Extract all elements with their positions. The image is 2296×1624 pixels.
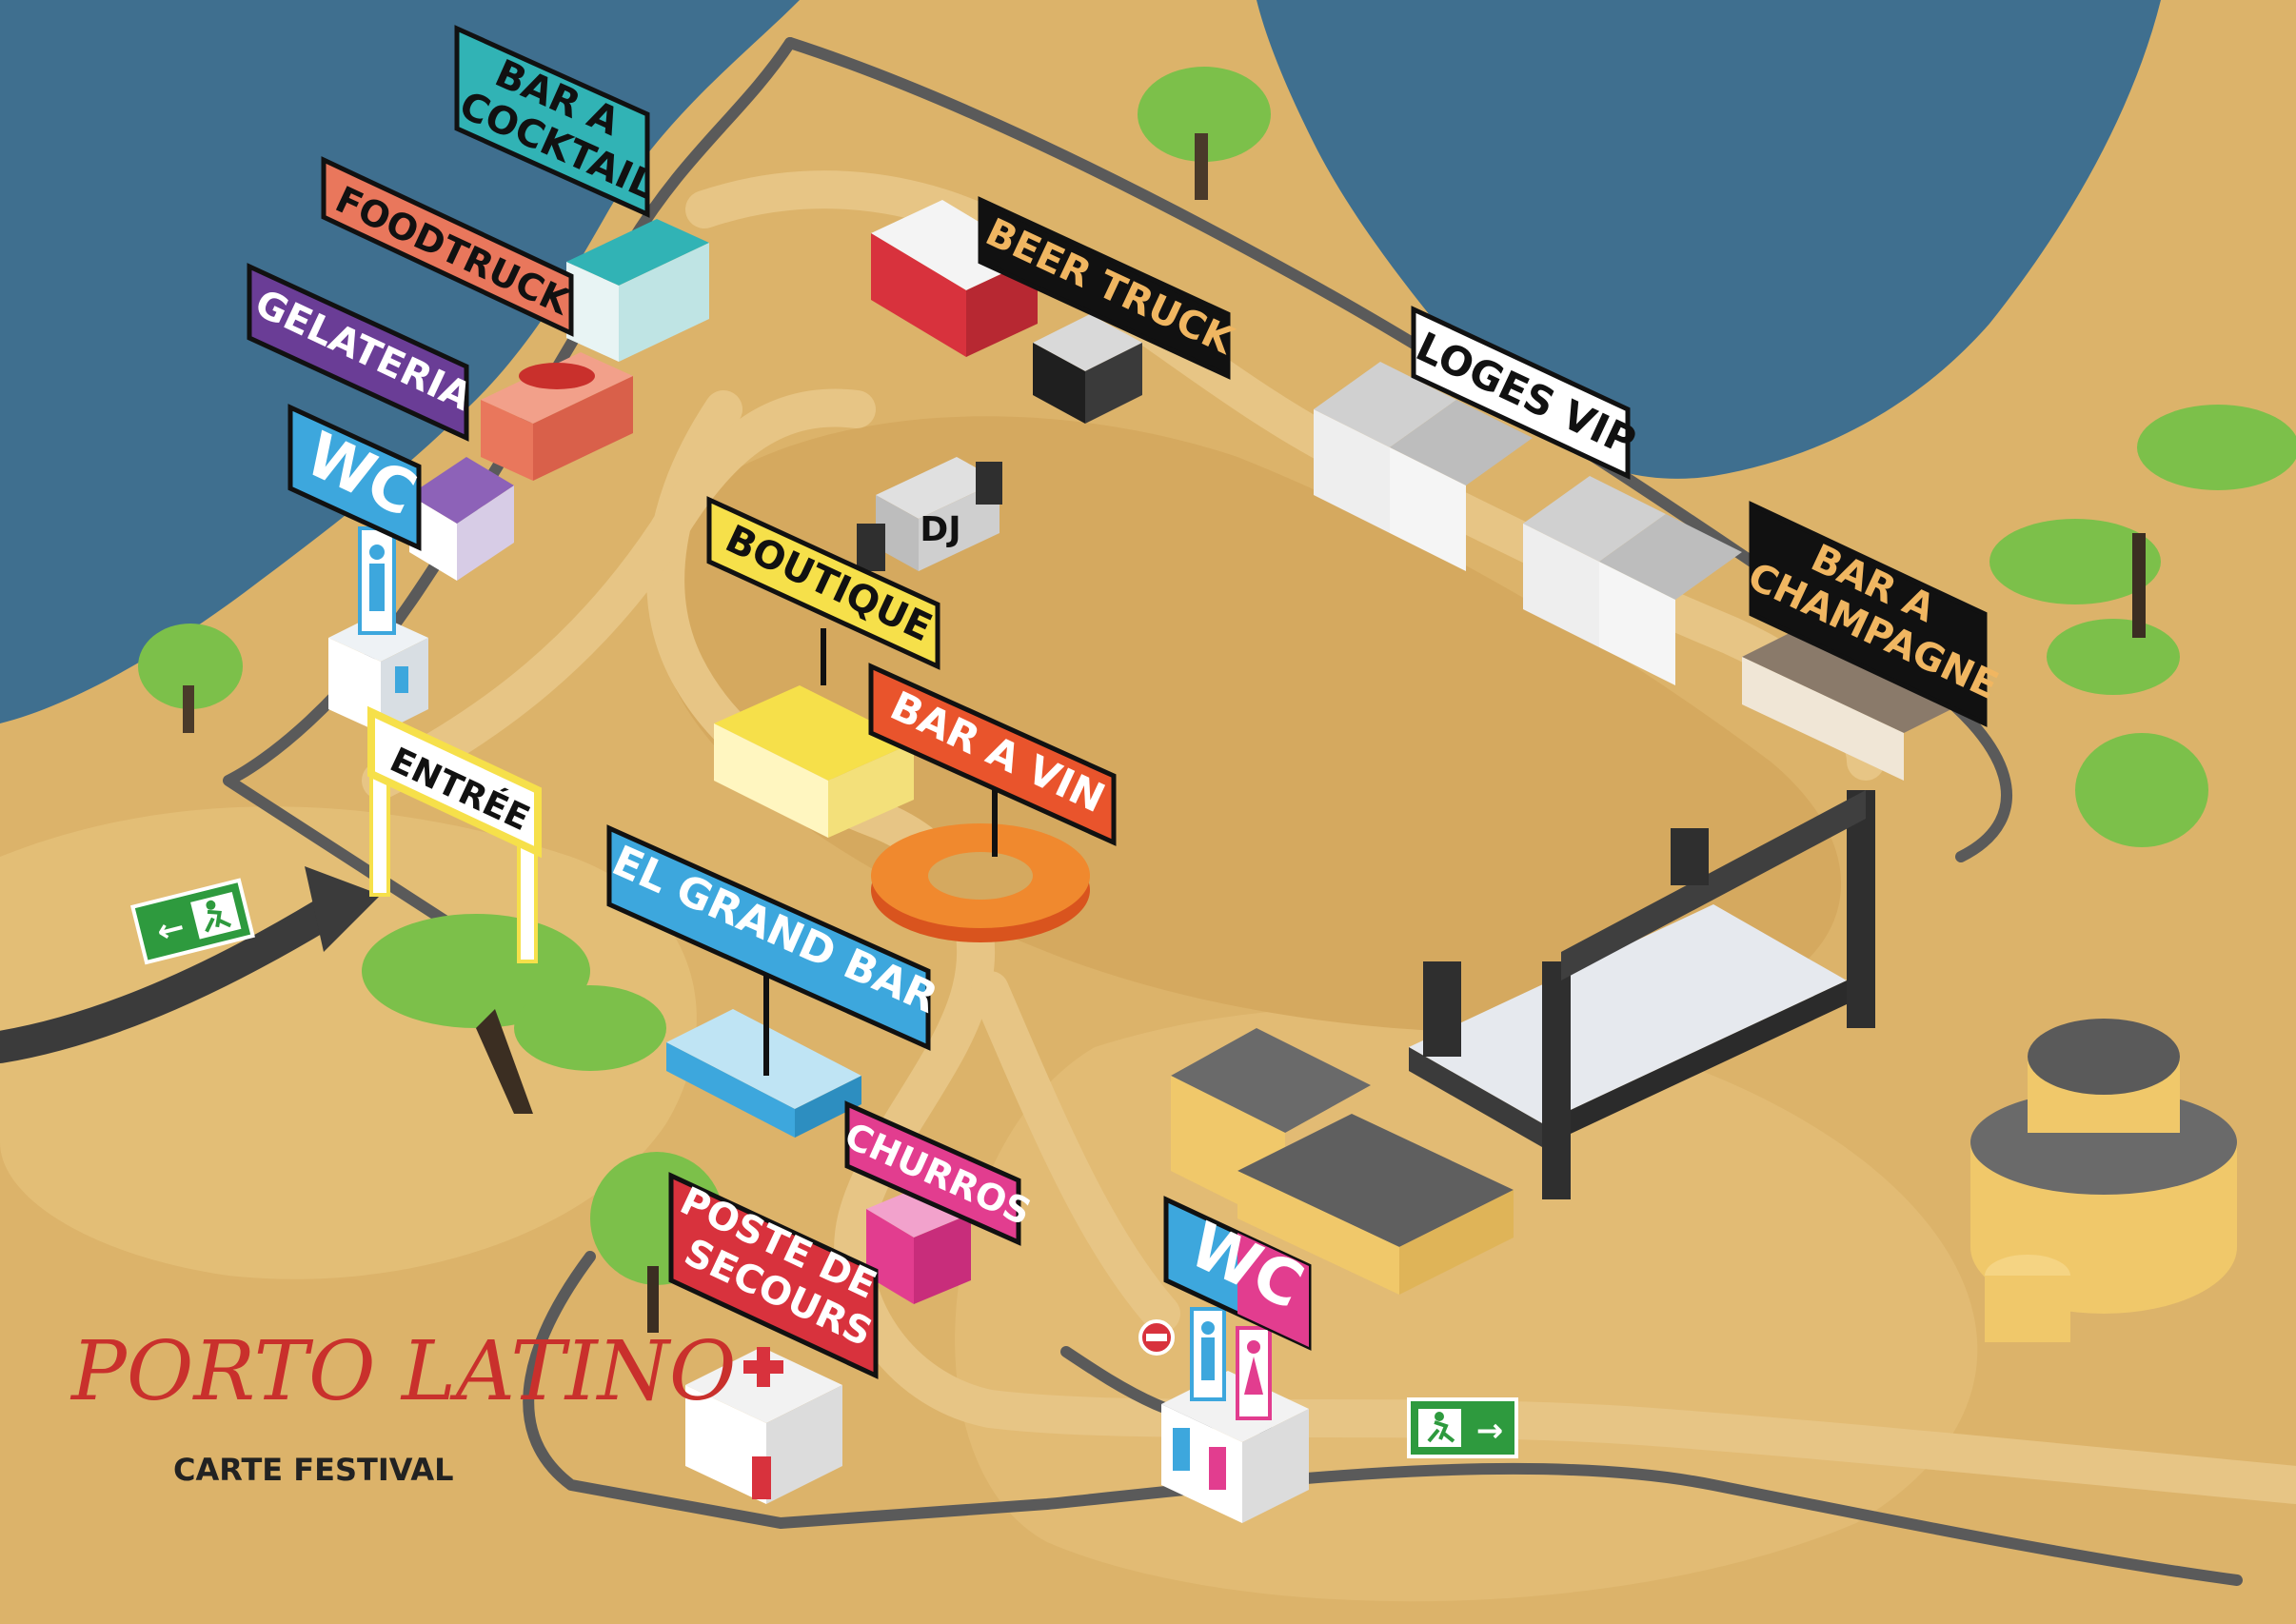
sign-dj[interactable]: DJ [920, 510, 960, 549]
entree-gate [369, 750, 538, 963]
logo-subtitle: CARTE FESTIVAL [173, 1452, 454, 1488]
tree-icon [2075, 733, 2208, 847]
entry-arrow-head [305, 866, 381, 952]
male-wc-icon [1190, 1307, 1226, 1401]
sign-dj-label: DJ [920, 510, 960, 549]
sign-bar-cocktail-board [454, 25, 650, 218]
male-wc-icon [358, 526, 396, 635]
wc-cabin-right [1161, 1371, 1309, 1523]
first-aid-cross-icon [743, 1347, 783, 1387]
tree-icon [1989, 405, 2296, 695]
logo-title: PORTO LATINO [69, 1324, 736, 1419]
main-stage [1409, 790, 1875, 1199]
tree-icon [138, 624, 243, 733]
boutique-tent [714, 685, 914, 838]
foodtruck-vehicle [481, 352, 633, 481]
festival-logo: PORTO LATINO CARTE FESTIVAL [69, 1324, 736, 1488]
no-entry-icon [1138, 1319, 1175, 1356]
champagne-bar [1742, 619, 1980, 781]
female-wc-icon [1236, 1326, 1272, 1420]
exit-right-arrow: → [1476, 1412, 1504, 1450]
first-aid-cabin [685, 1347, 842, 1504]
beer-trailer [1033, 314, 1142, 424]
wine-bar-ring [871, 823, 1090, 942]
round-pavilion [1970, 1019, 2237, 1342]
dj-booth [857, 457, 1002, 571]
entry-arrow-icon [0, 898, 340, 1063]
exit-sign-icon[interactable]: ← [130, 878, 255, 965]
exit-sign-icon[interactable]: → [1407, 1397, 1518, 1458]
tree-icon [1138, 67, 1271, 200]
cocktail-bar-booth [566, 219, 709, 362]
vip-tents [1314, 362, 1742, 685]
storage-buildings [1171, 1028, 1514, 1295]
